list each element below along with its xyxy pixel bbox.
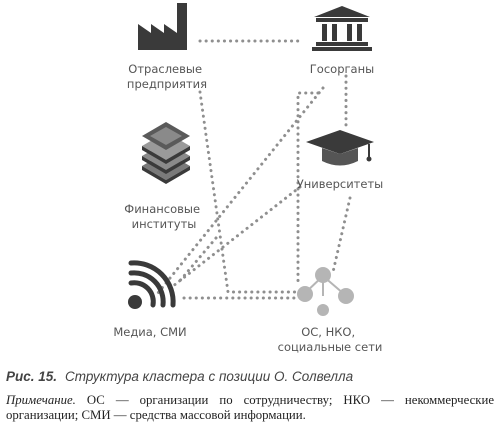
rss-feed-icon xyxy=(128,260,176,309)
finance-label-line-2: институты xyxy=(132,217,197,231)
connection-industry-civil xyxy=(198,90,298,294)
connection-government-civil xyxy=(296,91,320,286)
stacked-layers-icon xyxy=(142,122,190,184)
figure-caption: Рис. 15. Структура кластера с позиции О. … xyxy=(6,369,494,384)
industry-label: Отраслевые предприятия xyxy=(127,62,207,91)
civil-label: ОС, НКО, социальные сети xyxy=(278,325,383,354)
connection-finance-media xyxy=(176,236,218,285)
government-building-icon xyxy=(312,6,372,51)
media-label: Медиа, СМИ xyxy=(113,325,186,339)
figure-number: Рис. 15. xyxy=(6,369,58,384)
government-label-line-1: Госорганы xyxy=(310,62,374,76)
civil-label-line-1: ОС, НКО, xyxy=(301,325,355,339)
media-label-line-1: Медиа, СМИ xyxy=(113,325,186,339)
universities-label: Университеты xyxy=(297,177,384,191)
graduation-cap-icon xyxy=(306,130,374,166)
figure-title: Структура кластера с позиции О. Солвелла xyxy=(65,369,354,384)
note-text: ОС — организации по сотрудничеству; НКО … xyxy=(6,393,494,422)
cluster-structure-diagram: Отраслевые предприятия Госорганы Финансо… xyxy=(113,3,384,354)
factory-icon xyxy=(138,3,187,50)
network-icon xyxy=(297,267,354,316)
connection-universities-media xyxy=(166,185,302,292)
figure-note: Примечание. ОС — организации по сотрудни… xyxy=(6,393,494,423)
civil-label-line-2: социальные сети xyxy=(278,340,383,354)
finance-label: Финансовые институты xyxy=(124,202,203,231)
industry-label-line-2: предприятия xyxy=(127,77,207,91)
connections xyxy=(156,39,352,300)
connection-government-media xyxy=(156,86,325,295)
universities-label-line-1: Университеты xyxy=(297,177,384,191)
government-label: Госорганы xyxy=(310,62,374,76)
note-prefix: Примечание. xyxy=(6,393,76,407)
connection-universities-civil xyxy=(331,196,352,274)
finance-label-line-1: Финансовые xyxy=(124,202,200,216)
industry-label-line-1: Отраслевые xyxy=(128,62,202,76)
